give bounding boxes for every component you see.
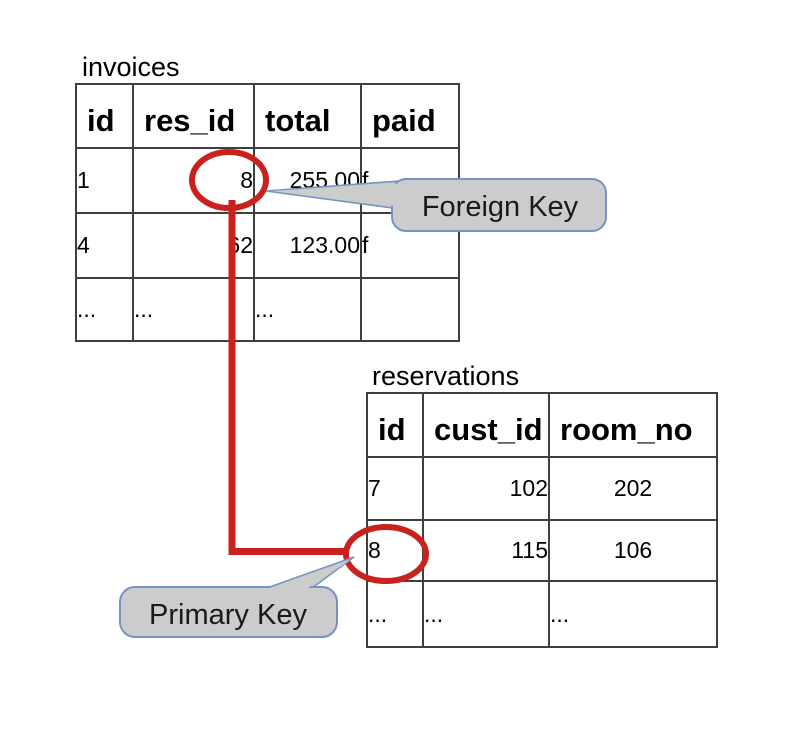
table-row: 8 115 106 xyxy=(366,519,718,582)
reservations-table: id cust_id room_no 7 102 202 8 115 106 .… xyxy=(366,392,718,648)
primary-key-callout-tail xyxy=(249,556,355,595)
header-cell: room_no xyxy=(548,392,718,458)
table-cell: 8 xyxy=(366,519,424,582)
table-cell: ... xyxy=(253,277,362,342)
header-cell: paid xyxy=(360,83,460,149)
header-cell: res_id xyxy=(132,83,255,149)
table-cell: ... xyxy=(366,580,424,648)
header-cell: total xyxy=(253,83,362,149)
table-cell: ... xyxy=(548,580,718,648)
table-cell: ... xyxy=(422,580,550,648)
table-cell: 62 xyxy=(132,212,255,279)
table-cell: ... xyxy=(75,277,134,342)
invoices-table: id res_id total paid 1 8 255.00 f 4 62 1… xyxy=(75,83,460,342)
primary-key-callout-label: Primary Key xyxy=(149,599,307,631)
table-cell: 202 xyxy=(548,456,718,521)
invoices-table-title: invoices xyxy=(82,52,180,82)
table-row: 4 62 123.00 f xyxy=(75,212,460,279)
table-cell: 106 xyxy=(548,519,718,582)
header-cell: cust_id xyxy=(422,392,550,458)
table-cell: 1 xyxy=(75,147,134,214)
table-cell: 4 xyxy=(75,212,134,279)
header-cell: id xyxy=(75,83,134,149)
table-cell: 8 xyxy=(132,147,255,214)
table-cell xyxy=(360,277,460,342)
header-cell: id xyxy=(366,392,424,458)
table-cell: f xyxy=(360,147,460,214)
table-cell: 102 xyxy=(422,456,550,521)
primary-key-callout xyxy=(119,586,338,638)
table-cell: 7 xyxy=(366,456,424,521)
table-cell: f xyxy=(360,212,460,279)
invoices-header-row: id res_id total paid xyxy=(75,83,460,149)
table-row: 1 8 255.00 f xyxy=(75,147,460,214)
table-cell: 123.00 xyxy=(253,212,362,279)
table-row: ... ... ... xyxy=(75,277,460,342)
reservations-table-title: reservations xyxy=(372,361,520,391)
table-row: 7 102 202 xyxy=(366,456,718,521)
table-row: ... ... ... xyxy=(366,580,718,648)
table-cell: 255.00 xyxy=(253,147,362,214)
primary-key-callout-tail-join xyxy=(258,560,350,592)
table-cell: 115 xyxy=(422,519,550,582)
reservations-header-row: id cust_id room_no xyxy=(366,392,718,458)
table-cell: ... xyxy=(132,277,255,342)
